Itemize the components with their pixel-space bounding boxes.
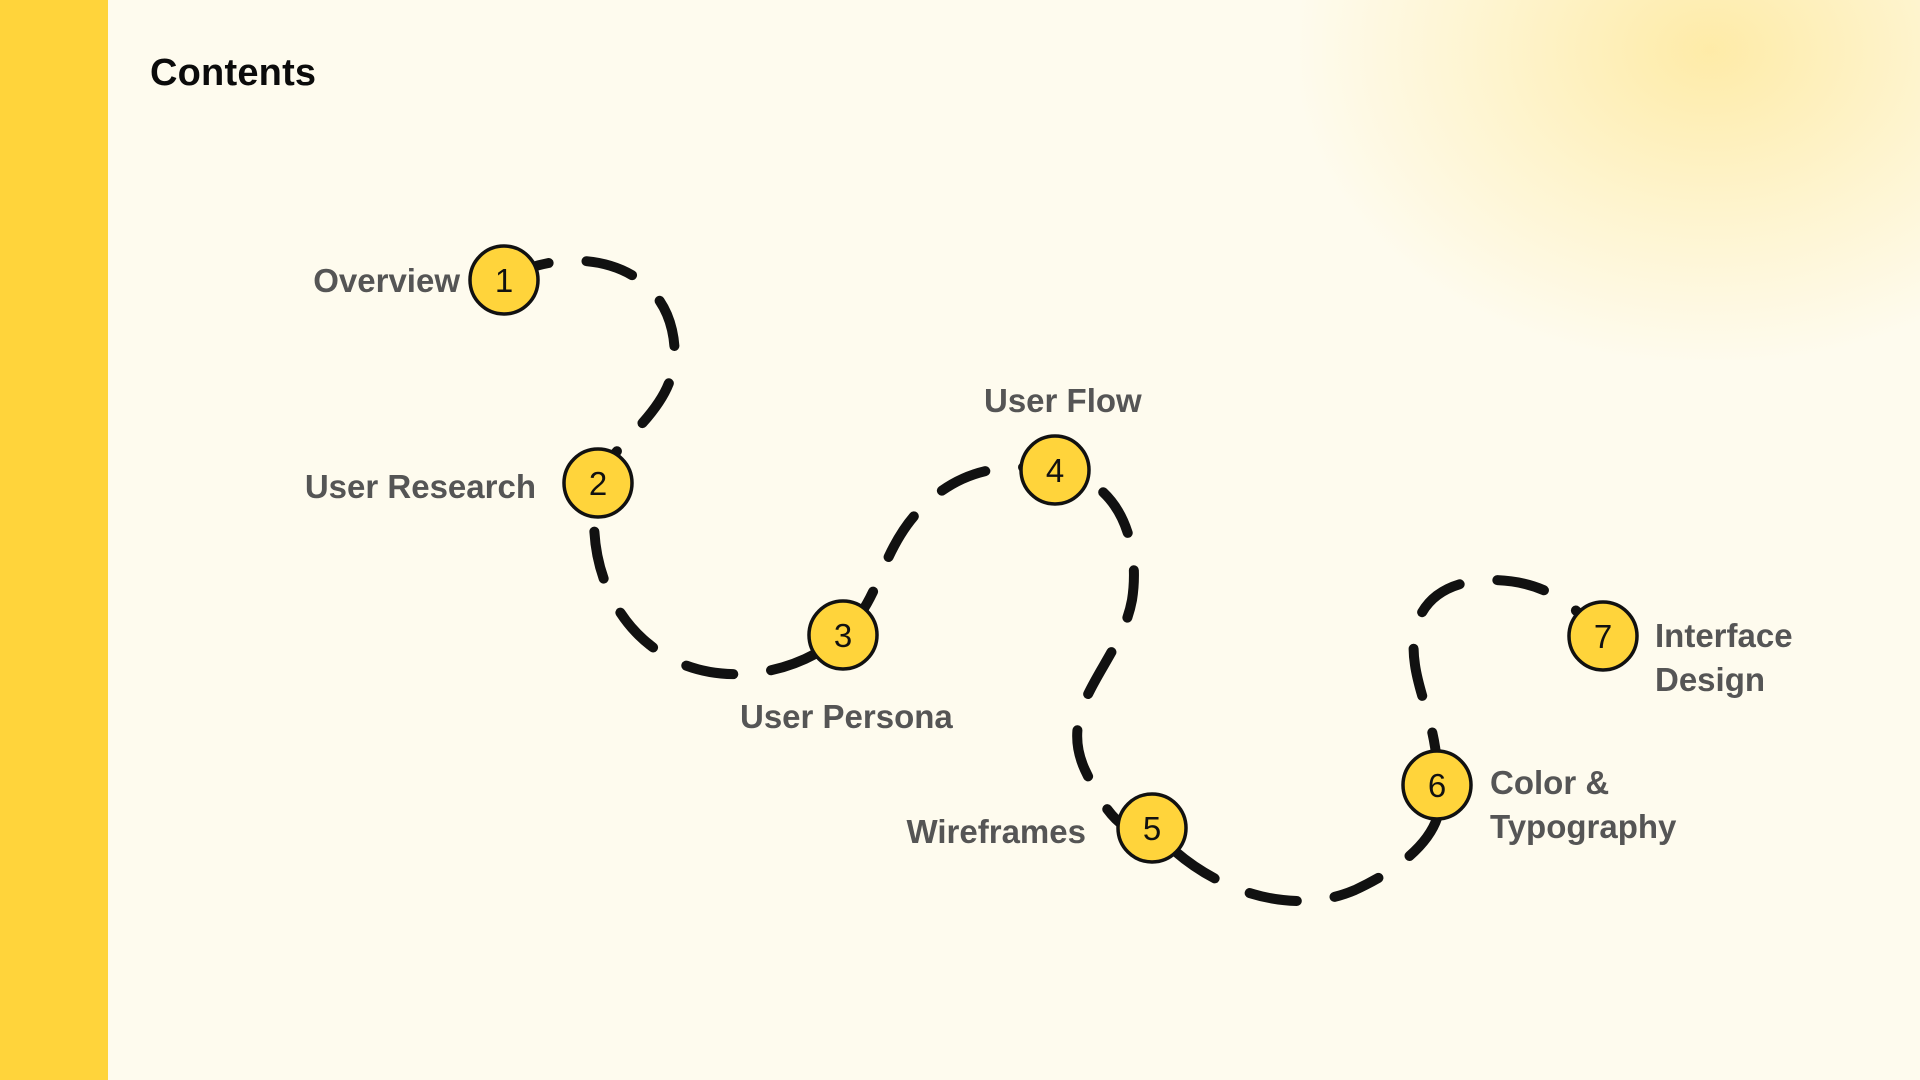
step-4-circle [1019,434,1091,506]
page-title: Contents [150,52,317,94]
step-5-circle [1116,792,1188,864]
step-6-number: 6 [1428,767,1446,804]
step-5: 5 Wireframes [907,792,1188,864]
step-4-number: 4 [1046,452,1064,489]
step-5-number: 5 [1143,810,1161,847]
step-5-label: Wireframes [907,813,1086,850]
step-7-circle [1567,600,1639,672]
step-3-number: 3 [834,617,852,654]
step-1-label: Overview [313,262,460,299]
step-4: 4 User Flow [984,382,1142,506]
step-2-number: 2 [589,465,607,502]
step-1-circle [468,244,540,316]
step-2-label: User Research [305,468,536,505]
step-4-label: User Flow [984,382,1142,419]
step-7-number: 7 [1594,618,1612,655]
accent-side-bar [0,0,108,1080]
step-3-label: User Persona [740,698,953,735]
step-6: 6 Color &Typography [1401,749,1677,845]
step-2: 2 User Research [305,447,634,519]
step-1: 1 Overview [313,244,540,316]
step-1-number: 1 [495,262,513,299]
step-6-circle [1401,749,1473,821]
step-2-circle [562,447,634,519]
step-3-circle [807,599,879,671]
step-6-label: Color &Typography [1490,764,1677,845]
